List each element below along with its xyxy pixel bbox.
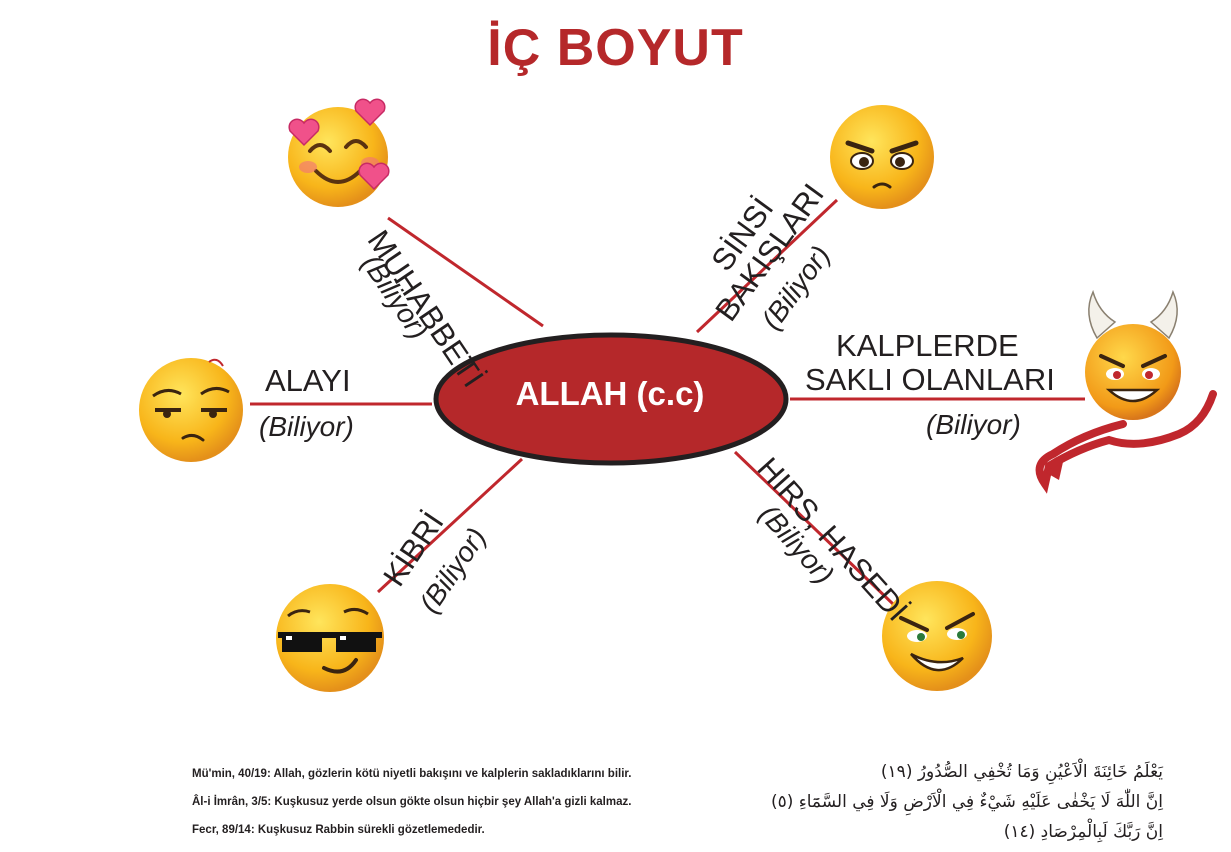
angry-face-emoji-icon xyxy=(830,105,934,209)
unamused-face-emoji-icon xyxy=(139,358,243,462)
label-kalp-line2: SAKLI OLANLARI xyxy=(805,362,1055,397)
reference-item: Âl-i İmrân, 3/5: Kuşkusuz yerde olsun gö… xyxy=(192,796,632,808)
arabic-verse: يَعْلَمُ خَائِنَةَ الْاَعْيُنِ وَمَا تُخ… xyxy=(880,762,1163,782)
center-ellipse xyxy=(433,332,789,466)
line-hirs xyxy=(733,450,895,606)
line-kibir xyxy=(376,457,524,594)
line-muhabbet xyxy=(387,216,544,328)
label-kalp-line1: KALPLERDE xyxy=(836,328,1019,363)
reference-item: Mü'min, 40/19: Allah, gözlerin kötü niye… xyxy=(192,768,632,780)
reference-list: Mü'min, 40/19: Allah, gözlerin kötü niye… xyxy=(192,768,631,852)
sunglasses-face-emoji-icon xyxy=(276,584,384,692)
page-title: İÇ BOYUT xyxy=(487,19,744,77)
arabic-verse-list: يَعْلَمُ خَائِنَةَ الْاَعْيُنِ وَمَا تُخ… xyxy=(771,757,1163,847)
smirking-face-emoji-icon xyxy=(882,581,992,691)
line-sinsi xyxy=(695,198,839,334)
devil-face-emoji-icon xyxy=(1035,289,1217,494)
heart-eyes-emoji-icon xyxy=(288,98,390,207)
label-alay-sub: (Biliyor) xyxy=(259,411,354,442)
label-kalp-sub: (Biliyor) xyxy=(926,409,1021,440)
reference-item: Fecr, 89/14: Kuşkusuz Rabbin sürekli göz… xyxy=(192,824,485,836)
arabic-verse: اِنَّ رَبَّكَ لَبِالْمِرْصَادِ (١٤) xyxy=(1003,822,1163,842)
connector-lines xyxy=(250,198,1085,606)
label-alay: ALAYI xyxy=(265,363,351,398)
arabic-verse: اِنَّ اللّٰهَ لَا يَخْفٰى عَلَيْهِ شَيْء… xyxy=(770,792,1163,812)
center-label: ALLAH (c.c) xyxy=(515,375,705,412)
